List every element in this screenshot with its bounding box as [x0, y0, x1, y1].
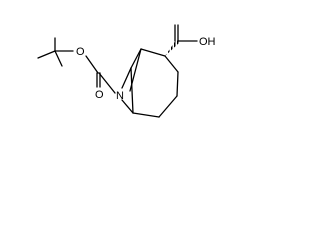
- atom-acid-hydroxyl: OH: [199, 36, 216, 48]
- atom-carbonyl-oxygen: O: [95, 89, 104, 101]
- bond-tbu-methyl-3: [54, 50, 63, 67]
- atom-carbamate-oxygen: O: [76, 46, 85, 58]
- atom-ring-nitrogen: N: [116, 90, 124, 102]
- bond-bridge-a: [140, 48, 166, 57]
- bond-n-to-bridgehead-bottom: [121, 99, 134, 114]
- bond-n-to-bridgehead-top: [121, 67, 132, 89]
- bond-tbu-methyl-1: [37, 50, 56, 59]
- bond-ring-1: [164, 55, 179, 73]
- bond-top-bridge: [130, 48, 142, 69]
- bond-carbonyl-to-n: [98, 72, 116, 94]
- bond-ring-4: [132, 112, 160, 118]
- bond-ring-3: [158, 95, 178, 118]
- hashed-stereo-bond: [165, 40, 180, 56]
- bond-inner-bridge: [129, 48, 142, 92]
- bond-o-to-carbonyl: [85, 55, 99, 74]
- bond-bridge-b: [130, 67, 134, 114]
- chemical-structure: O O N OH: [37, 24, 216, 118]
- bond-ring-2: [176, 71, 179, 97]
